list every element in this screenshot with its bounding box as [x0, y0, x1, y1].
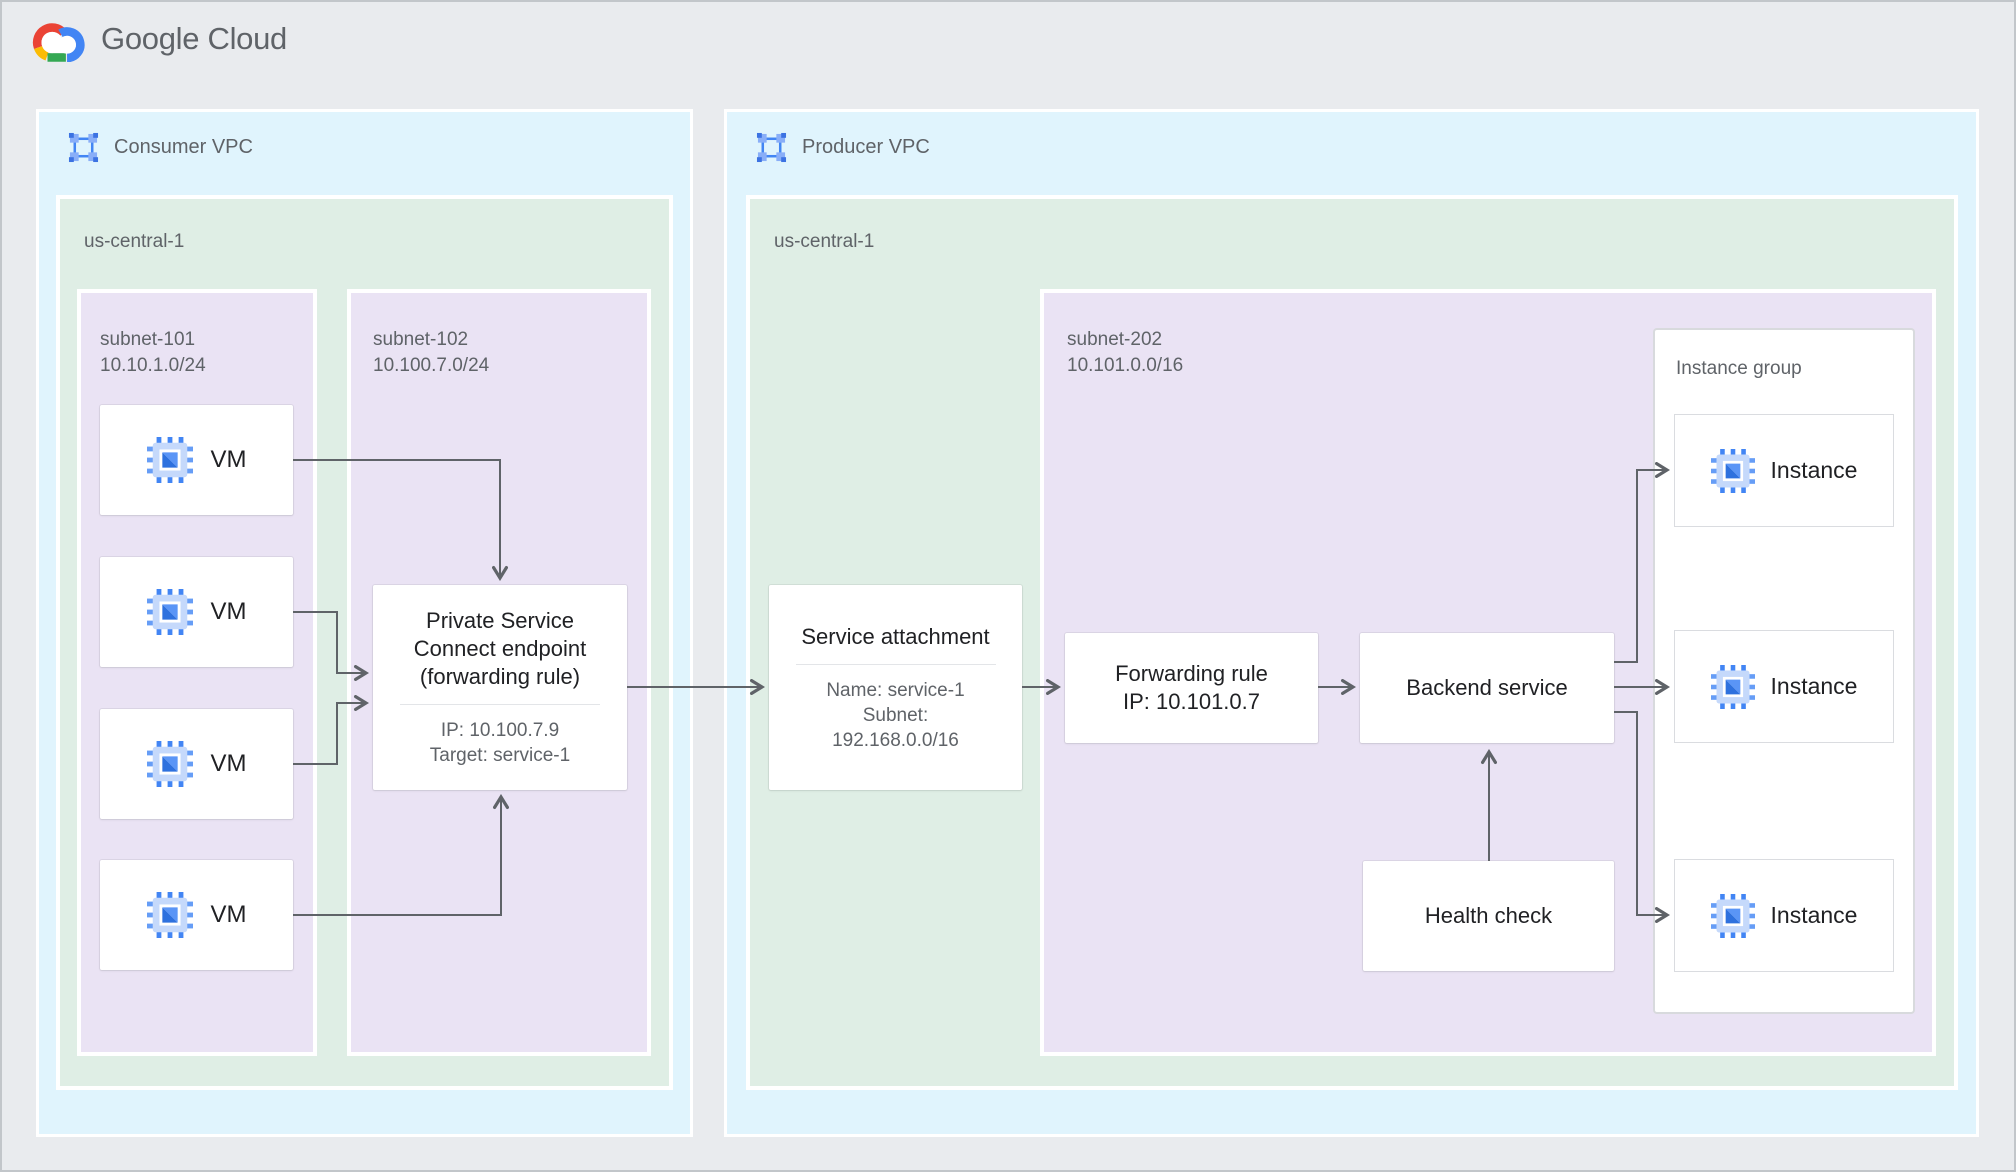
service-attachment-subnet-cidr: 192.168.0.0/16	[832, 729, 959, 751]
vm-icon	[146, 437, 193, 483]
consumer-region: us-central-1 subnet-101 10.10.1.0/24 VM	[60, 199, 669, 1086]
vpc-icon	[68, 132, 99, 163]
psc-endpoint-details: IP: 10.100.7.9 Target: service-1	[430, 718, 570, 768]
health-check-box: Health check	[1363, 861, 1614, 971]
vm-label: VM	[210, 750, 247, 777]
psc-endpoint-ip: IP: 10.100.7.9	[440, 720, 560, 741]
service-attachment-subnet-label: Subnet:	[862, 704, 929, 726]
subnet-102-cidr: 10.100.7.0/24	[373, 355, 490, 376]
vm-box-2: VM	[100, 557, 293, 667]
instance-box-2: Instance	[1674, 630, 1894, 743]
vm-label: VM	[210, 901, 247, 928]
psc-endpoint-title: Private Service Connect endpoint (forwar…	[413, 608, 587, 689]
consumer-vpc: Consumer VPC us-central-1 subnet-101 10.1…	[39, 112, 690, 1134]
consumer-vpc-label: Consumer VPC	[114, 136, 253, 158]
producer-vpc-label: Producer VPC	[802, 136, 930, 158]
subnet-102-label: subnet-102 10.100.7.0/24	[373, 327, 489, 379]
consumer-vpc-header: Consumer VPC	[68, 132, 253, 163]
forwarding-rule-box: Forwarding rule IP: 10.101.0.7	[1065, 633, 1318, 743]
vm-label: VM	[210, 598, 247, 625]
google-cloud-icon	[32, 23, 85, 62]
vpc-icon	[756, 132, 787, 163]
producer-vpc: Producer VPC us-central-1 Service attach…	[727, 112, 1976, 1134]
health-check-label: Health check	[1424, 903, 1553, 928]
vm-icon	[146, 892, 193, 938]
subnet-202-cidr: 10.101.0.0/16	[1067, 355, 1184, 376]
subnet-102-name: subnet-102	[373, 329, 469, 350]
instance-icon	[1710, 448, 1755, 493]
vm-box-3: VM	[100, 709, 293, 819]
vm-icon	[146, 741, 193, 787]
forwarding-rule-ip: IP: 10.101.0.7	[1123, 689, 1260, 714]
google-cloud-logo: Google Cloud	[30, 16, 287, 62]
forwarding-rule-title: Forwarding rule	[1115, 661, 1268, 686]
producer-region: us-central-1 Service attachment Name: se…	[750, 199, 1954, 1086]
subnet-202-name: subnet-202	[1067, 329, 1163, 350]
service-attachment-box: Service attachment Name: service-1 Subne…	[769, 585, 1022, 790]
backend-service-label: Backend service	[1406, 675, 1568, 700]
service-attachment-title: Service attachment	[801, 623, 990, 649]
instance-icon	[1710, 664, 1755, 709]
subnet-101-label: subnet-101 10.10.1.0/24	[100, 327, 206, 379]
instance-box-3: Instance	[1674, 859, 1894, 972]
backend-service-box: Backend service	[1360, 633, 1614, 743]
producer-region-label: us-central-1	[774, 231, 875, 252]
subnet-202: subnet-202 10.101.0.0/16 Forwarding rule …	[1044, 293, 1932, 1052]
instance-icon	[1710, 893, 1755, 938]
instance-label: Instance	[1770, 457, 1858, 483]
psc-endpoint-box: Private Service Connect endpoint (forwar…	[373, 585, 627, 790]
divider	[400, 704, 600, 705]
vm-label: VM	[210, 446, 247, 473]
divider	[795, 663, 996, 665]
service-attachment-name: Name: service-1	[826, 679, 965, 701]
brand-name: Google Cloud	[101, 21, 287, 56]
subnet-101-name: subnet-101	[100, 329, 196, 350]
instance-label: Instance	[1770, 902, 1858, 928]
instance-group-label: Instance group	[1676, 358, 1802, 379]
subnet-102: subnet-102 10.100.7.0/24 Private Service …	[351, 293, 647, 1052]
subnet-202-label: subnet-202 10.101.0.0/16	[1067, 327, 1183, 379]
subnet-101-cidr: 10.10.1.0/24	[100, 355, 206, 376]
instance-group: Instance group Instance	[1655, 330, 1913, 1012]
consumer-region-label: us-central-1	[84, 231, 185, 252]
instance-box-1: Instance	[1674, 414, 1894, 527]
producer-vpc-header: Producer VPC	[756, 132, 930, 163]
psc-endpoint-target: Target: service-1	[429, 745, 571, 766]
subnet-101: subnet-101 10.10.1.0/24 VM	[81, 293, 313, 1052]
vm-box-4: VM	[100, 860, 293, 970]
vm-icon	[146, 589, 193, 635]
instance-label: Instance	[1770, 673, 1858, 699]
service-attachment-details: Name: service-1 Subnet: 192.168.0.0/16	[826, 678, 964, 753]
vm-box-1: VM	[100, 405, 293, 515]
